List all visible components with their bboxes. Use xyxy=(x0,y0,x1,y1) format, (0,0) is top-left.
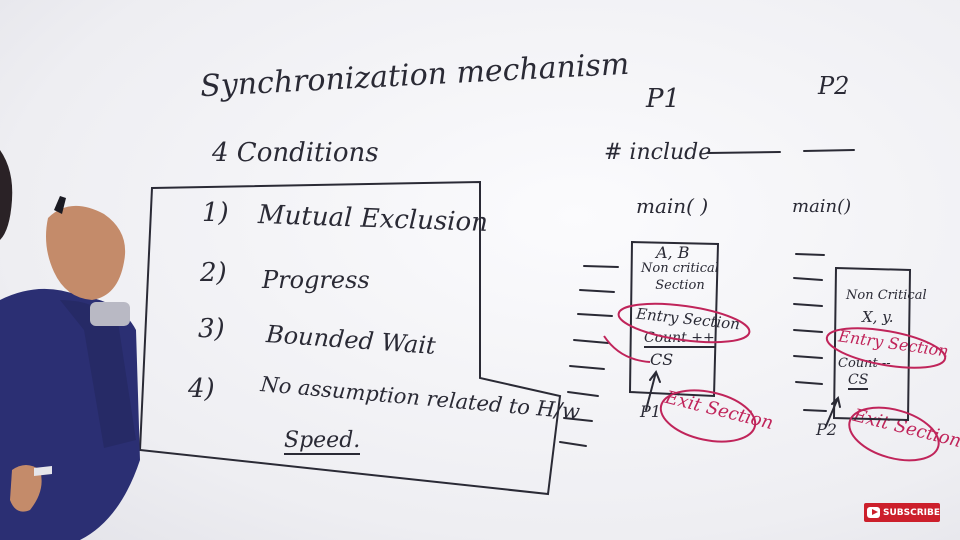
subscribe-button[interactable]: SUBSCRIBE xyxy=(864,503,940,522)
p2-label: P2 xyxy=(818,72,850,100)
p2-vars: X, y. xyxy=(862,308,894,326)
condition-1-num: 1) xyxy=(202,198,229,228)
p2-cs: CS xyxy=(848,372,869,390)
condition-4-cont: Speed. xyxy=(284,428,361,455)
p1-label: P1 xyxy=(646,84,681,114)
p1-include: # include xyxy=(604,140,712,165)
condition-4-num: 4) xyxy=(188,374,215,404)
subscribe-label: SUBSCRIBE xyxy=(882,507,940,518)
p1-main: main( ) xyxy=(636,194,709,218)
condition-2-text: Progress xyxy=(262,266,370,294)
board-subtitle: 4 Conditions xyxy=(212,138,379,168)
p2-noncritical: Non Critical xyxy=(846,288,927,303)
play-icon xyxy=(867,507,880,518)
p2-main: main() xyxy=(792,196,852,217)
p2-arrow-label: P2 xyxy=(816,420,837,439)
p1-arrow-label: P1 xyxy=(640,402,661,421)
condition-3-num: 3) xyxy=(198,314,225,344)
p1-vars: A, B xyxy=(656,243,690,262)
p1-noncritical: Non critical Section xyxy=(641,261,719,293)
p2-count: Count -- xyxy=(838,356,891,371)
p1-cs: CS xyxy=(650,350,674,369)
condition-2-num: 2) xyxy=(200,258,227,288)
